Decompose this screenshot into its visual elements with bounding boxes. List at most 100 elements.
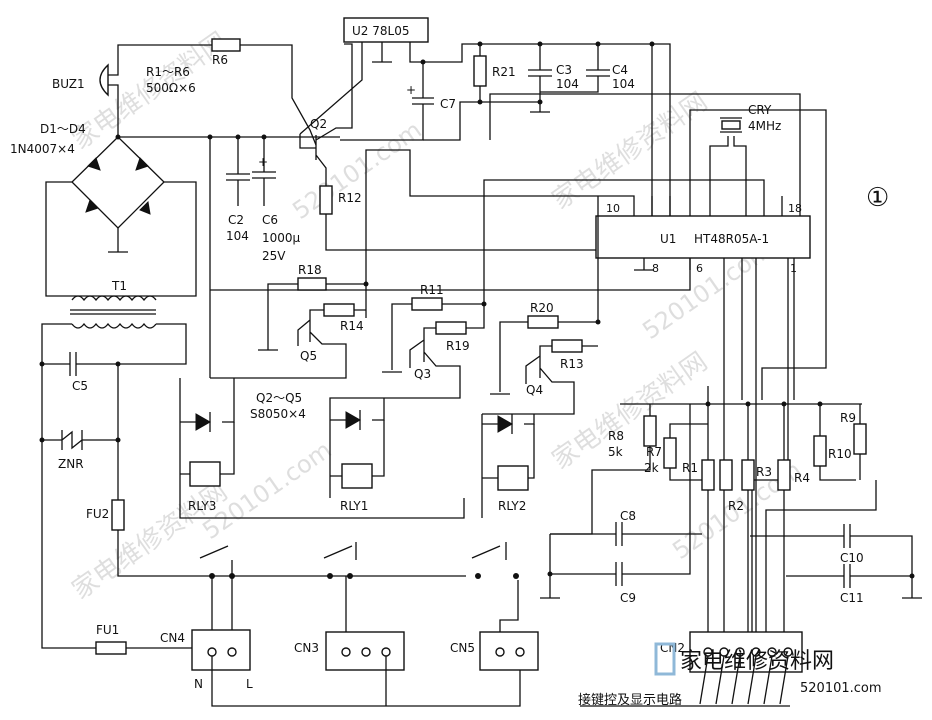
bridge-part-label: 1N4007×4: [10, 142, 75, 156]
q5-label: Q5: [300, 349, 317, 363]
c4-label: C4: [612, 63, 628, 77]
driver-part-label: S8050×4: [250, 407, 306, 421]
c10-label: C10: [840, 551, 864, 565]
c2-label: C2: [228, 213, 244, 227]
mcu-section: U1 HT48R05A-1 10 18 8 6 1 CRY 4MHz: [365, 93, 827, 634]
regulator-label: U2 78L05: [352, 24, 409, 38]
driver-group-label: Q2～Q5: [256, 391, 302, 405]
r21-label: R21: [492, 65, 516, 79]
resistor-r11-symbol: [411, 297, 443, 311]
watermark-logo-text: 家电维修资料网: [67, 477, 233, 606]
mcu-pin-10: 10: [606, 202, 620, 215]
resistor-r4-symbol: [777, 459, 791, 491]
site-logo-text: 家电维修资料网: [680, 649, 834, 674]
relay-rly1-coil: [341, 463, 373, 489]
resistor-r20-symbol: [527, 315, 559, 329]
resistor-group-label: R1～R6: [146, 65, 190, 79]
r20-label: R20: [530, 301, 554, 315]
znr-label: ZNR: [58, 457, 84, 471]
cn4-l-label: L: [246, 677, 253, 691]
input-network-section: R8 5k R7 2k R1 R2 R3 R4 R10 R9 C8 C9: [540, 386, 922, 634]
mcu-pin-18: 18: [788, 202, 802, 215]
r7-value: 2k: [644, 461, 659, 475]
resistor-r10-symbol: [813, 435, 827, 467]
fuse-fu2-symbol: [111, 499, 125, 531]
resistor-r1-symbol: [701, 459, 715, 491]
resistor-value-label: 500Ω×6: [146, 81, 196, 95]
r19-label: R19: [446, 339, 470, 353]
resistor-r7-symbol: [663, 437, 677, 469]
transformer-label: T1: [111, 279, 127, 293]
cn5-label: CN5: [450, 641, 475, 655]
crystal-label: CRY: [748, 103, 772, 117]
resistor-r12-symbol: [319, 185, 333, 215]
c6-label: C6: [262, 213, 278, 227]
site-logo-url: 520101.com: [800, 681, 882, 696]
cn3-label: CN3: [294, 641, 319, 655]
r7-label: R7: [646, 445, 662, 459]
q4-label: Q4: [526, 383, 543, 397]
mcu-pin-8: 8: [652, 262, 659, 275]
connector-destination-label: 接键控及显示电路: [578, 692, 682, 708]
c6-voltage: 25V: [262, 249, 286, 263]
mcu-pin-6: 6: [696, 262, 703, 275]
relay-driver-section: R18 R14 Q5 R11 R19 Q3 R20 R13 Q4 Q2～Q5 S…: [179, 196, 601, 652]
mcu-part: HT48R05A-1: [694, 232, 769, 246]
connector-cn4: [191, 629, 251, 671]
r4-label: R4: [794, 471, 810, 485]
resistor-r3-symbol: [741, 459, 755, 491]
r2-label: R2: [728, 499, 744, 513]
c11-label: C11: [840, 591, 864, 605]
resistor-r18-symbol: [297, 277, 327, 291]
r3-label: R3: [756, 465, 772, 479]
q3-label: Q3: [414, 367, 431, 381]
cn4-n-label: N: [194, 677, 203, 691]
connector-cn5: [479, 631, 539, 671]
r6-label: R6: [212, 53, 228, 67]
c3-value: 104: [556, 77, 579, 91]
r12-label: R12: [338, 191, 362, 205]
figure-number: ①: [866, 183, 889, 213]
rly2-label: RLY2: [498, 499, 526, 513]
c4-value: 104: [612, 77, 635, 91]
regulator-78l05-box: [343, 17, 429, 43]
r13-label: R13: [560, 357, 584, 371]
r11-label: R11: [420, 283, 444, 297]
buzzer-symbol: [99, 63, 109, 97]
r8-value: 5k: [608, 445, 623, 459]
rly3-label: RLY3: [188, 499, 216, 513]
watermark: 家电维修资料网 家电维修资料网 家电维修资料网 家电维修资料网 520101.c…: [67, 27, 807, 606]
r18-label: R18: [298, 263, 322, 277]
power-supply-section: BUZ1 R1～R6 500Ω×6 R6 U2 78L05 + C7 R21 C…: [10, 17, 691, 655]
mcu-name: U1: [660, 232, 676, 246]
r10-label: R10: [828, 447, 852, 461]
fuse-fu1-symbol: [95, 641, 127, 655]
rly1-label: RLY1: [340, 499, 368, 513]
site-logo: 家电维修资料网 520101.com: [654, 642, 882, 696]
resistor-r13-symbol: [551, 339, 583, 353]
svg-text:+: +: [258, 155, 268, 169]
buzzer-label: BUZ1: [52, 77, 85, 91]
c8-label: C8: [620, 509, 636, 523]
relay-rly2-coil: [497, 465, 529, 491]
cn4-label: CN4: [160, 631, 185, 645]
resistor-r9-symbol: [853, 423, 867, 455]
resistor-r8-symbol: [643, 415, 657, 447]
r9-label: R9: [840, 411, 856, 425]
c9-label: C9: [620, 591, 636, 605]
c7-label: C7: [440, 97, 456, 111]
mcu-ht48r05a-box: [595, 215, 811, 259]
c6-value: 1000μ: [262, 231, 301, 245]
crystal-symbol: [721, 120, 741, 130]
bridge-group-label: D1～D4: [40, 122, 86, 136]
r14-label: R14: [340, 319, 364, 333]
relay-rly3-coil: [189, 461, 221, 487]
resistor-r2-symbol: [719, 459, 733, 491]
c5-label: C5: [72, 379, 88, 393]
resistor-r6-symbol: [211, 38, 241, 52]
resistor-r19-symbol: [435, 321, 467, 335]
fu2-label: FU2: [86, 507, 109, 521]
c2-value: 104: [226, 229, 249, 243]
c3-label: C3: [556, 63, 572, 77]
